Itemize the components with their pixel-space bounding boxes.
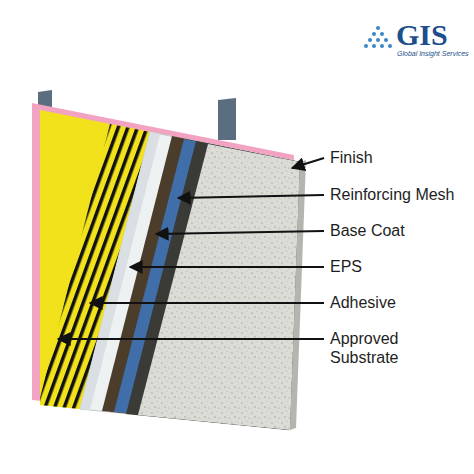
mesh-layer (114, 139, 300, 430)
leader-line (130, 266, 324, 268)
sheathing-layer (40, 110, 300, 430)
layer-label: EPS (330, 257, 460, 276)
eps-layer (80, 132, 300, 430)
layer-label: Adhesive (330, 293, 460, 312)
base-coat-layer (102, 136, 300, 430)
layer-label: Approved Substrate (330, 329, 430, 367)
leader-line (58, 338, 324, 340)
layer-label: Base Coat (330, 221, 460, 240)
leader-lines (58, 158, 324, 339)
finish-layer (138, 144, 300, 430)
watermark-text: Global Insight Services (397, 50, 474, 58)
logo-text: GIS (396, 20, 466, 50)
layer-label: Finish (330, 148, 460, 167)
leader-line (90, 302, 324, 304)
leader-line (156, 231, 324, 234)
layer-label: Reinforcing Mesh (330, 185, 470, 204)
base-coat-layer (126, 141, 300, 430)
logo-mark (364, 26, 392, 48)
adhesive-layer (40, 124, 300, 430)
leader-line (292, 158, 324, 168)
metal-stud (218, 98, 236, 140)
leader-line (178, 195, 324, 198)
finish-edge (290, 160, 306, 430)
